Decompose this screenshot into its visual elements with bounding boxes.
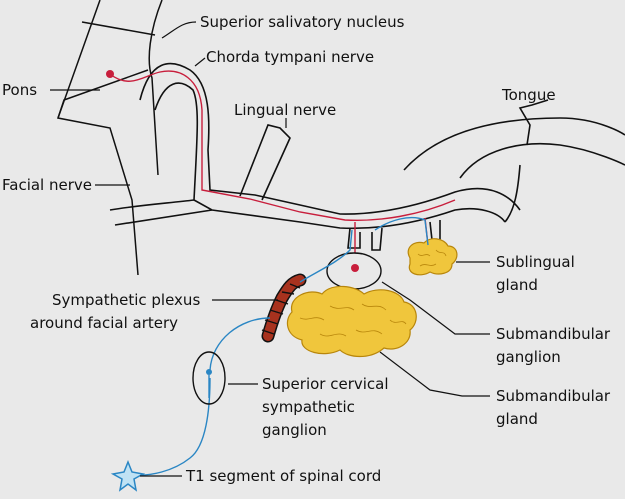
pons-outline bbox=[57, 0, 163, 276]
nerve-trunk bbox=[109, 62, 521, 251]
label-superior-cervical-2: sympathetic bbox=[262, 398, 355, 416]
submandibular-gland bbox=[286, 285, 417, 358]
label-sublingual-gland-2: gland bbox=[496, 276, 538, 294]
sympathetic-pathway bbox=[127, 216, 429, 476]
tongue-outline bbox=[403, 99, 625, 223]
superior-cervical-ganglion bbox=[192, 351, 226, 405]
labels: Superior salivatory nucleus Pons Chorda … bbox=[2, 13, 611, 485]
label-sublingual-gland-1: Sublingual bbox=[496, 253, 575, 271]
label-sympathetic-plexus-2: around facial artery bbox=[30, 314, 178, 332]
sublingual-gland bbox=[407, 238, 458, 276]
label-lingual-nerve: Lingual nerve bbox=[234, 101, 336, 119]
label-sympathetic-plexus-1: Sympathetic plexus bbox=[52, 291, 200, 309]
label-tongue: Tongue bbox=[501, 86, 556, 104]
submandibular-ganglion bbox=[326, 252, 382, 290]
label-submandibular-gland-2: gland bbox=[496, 410, 538, 428]
label-superior-salivatory-nucleus: Superior salivatory nucleus bbox=[200, 13, 405, 31]
salivatory-nucleus-neuron bbox=[106, 70, 114, 78]
label-submandibular-ganglion-2: ganglion bbox=[496, 348, 561, 366]
label-pons: Pons bbox=[2, 81, 37, 99]
t1-neuron-icon bbox=[110, 459, 146, 492]
label-submandibular-ganglion-1: Submandibular bbox=[496, 325, 611, 343]
label-chorda-tympani-nerve: Chorda tympani nerve bbox=[206, 48, 374, 66]
label-superior-cervical-1: Superior cervical bbox=[262, 375, 389, 393]
leader-lines bbox=[50, 21, 490, 477]
label-t1-segment: T1 segment of spinal cord bbox=[185, 467, 381, 485]
label-submandibular-gland-1: Submandibular bbox=[496, 387, 611, 405]
label-superior-cervical-3: ganglion bbox=[262, 421, 327, 439]
facial-artery-plexus bbox=[261, 273, 307, 343]
label-facial-nerve: Facial nerve bbox=[2, 176, 92, 194]
